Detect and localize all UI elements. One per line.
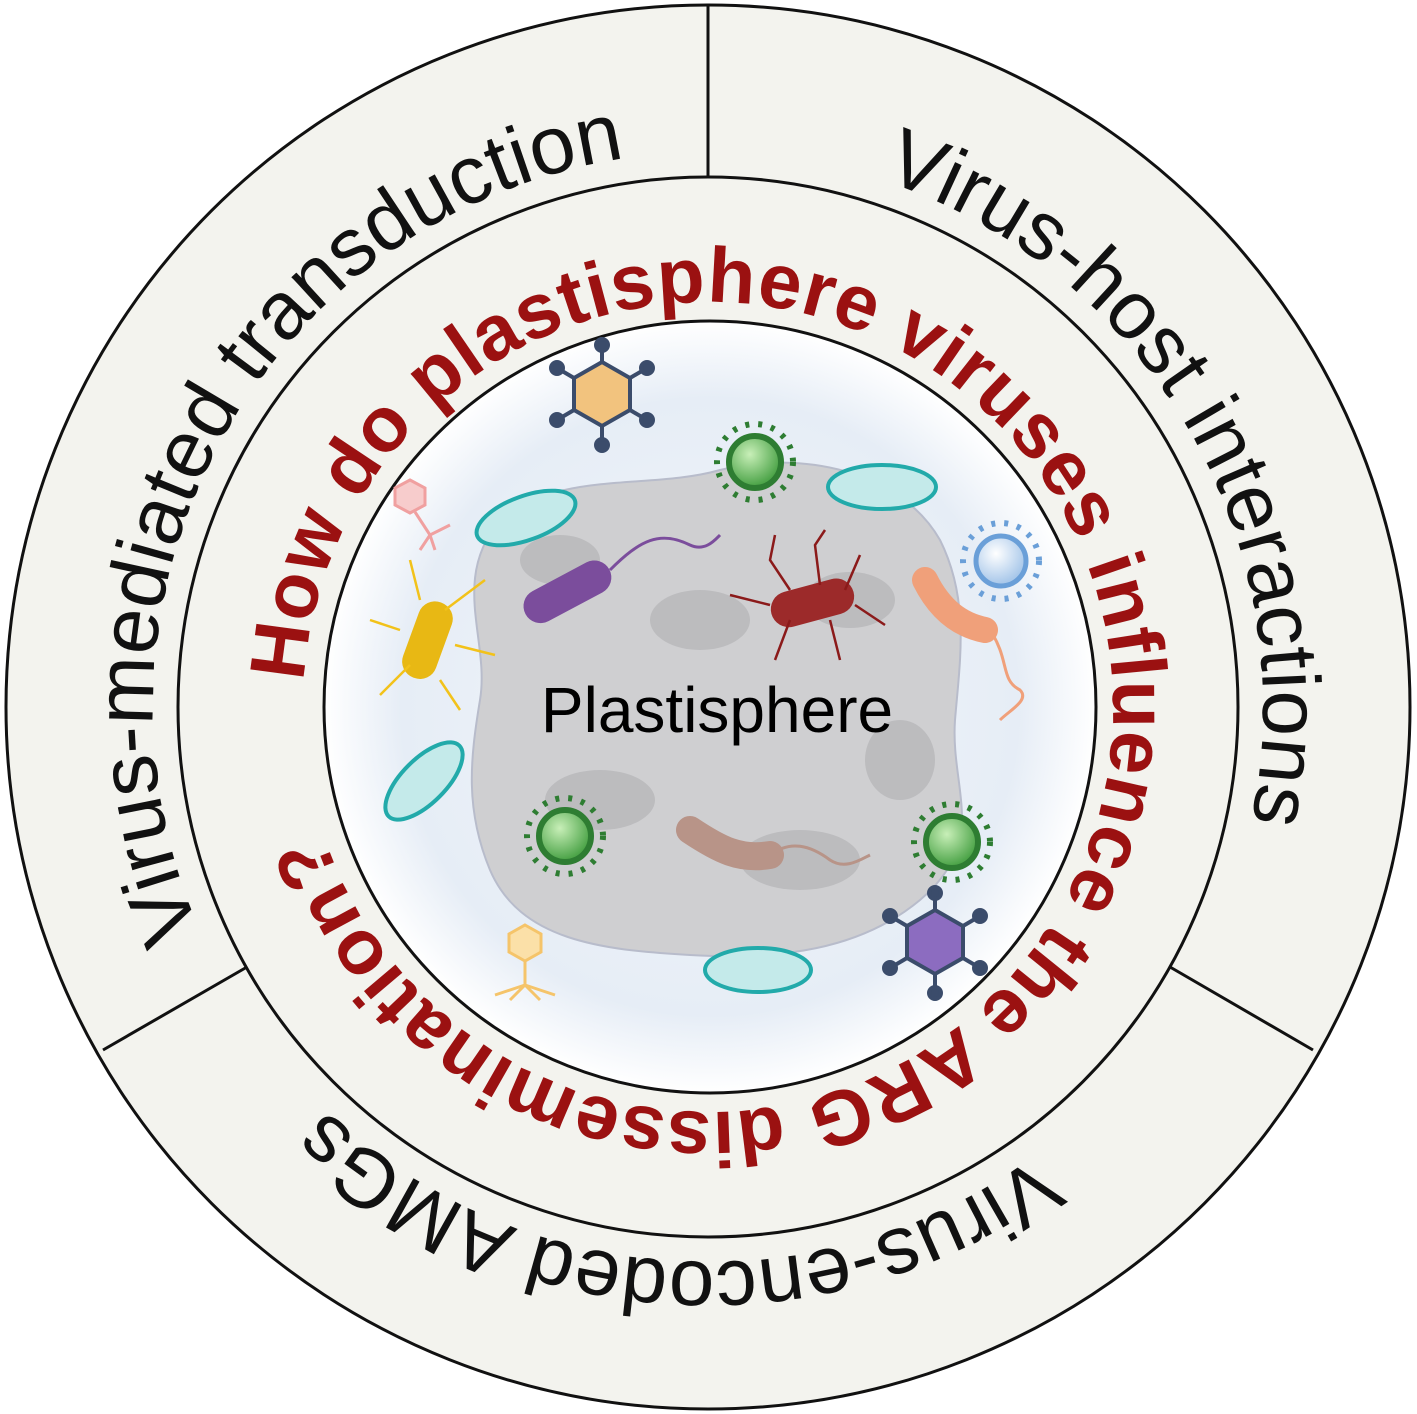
yellow-pili	[369, 559, 496, 711]
divider-left	[102, 965, 248, 1052]
center-label: Plastisphere	[541, 674, 893, 746]
yellow-rod-bacterium-icon	[402, 601, 453, 679]
yellow-phage-icon	[494, 923, 556, 1002]
virus-capsid-icon	[549, 337, 655, 453]
fimbriated-bacterium-icon	[770, 578, 855, 628]
curved-bacterium-icon	[912, 567, 998, 643]
brown-bacterium-icon	[676, 816, 784, 871]
phage-icon	[393, 478, 451, 551]
flagellum	[608, 533, 722, 572]
plasmid-icon	[383, 463, 938, 994]
blue-coccus-icon	[960, 520, 1042, 602]
purple-virus-capsid-icon	[882, 885, 988, 1001]
coccus-icon	[524, 421, 993, 883]
pili	[729, 529, 886, 661]
divider-right	[1169, 965, 1314, 1052]
rod-bacterium-icon	[523, 560, 612, 624]
